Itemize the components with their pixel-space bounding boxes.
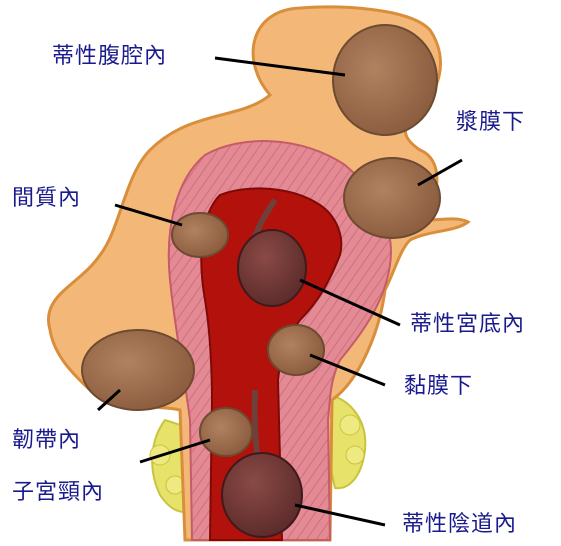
- fibroid-submucosal: [268, 325, 324, 375]
- label-cervical: 子宮頸內: [12, 482, 104, 504]
- label-subserosal: 漿膜下: [456, 112, 525, 134]
- fibroid-intramural: [172, 213, 228, 257]
- label-pedunculated-vaginal: 蒂性陰道內: [402, 514, 517, 536]
- label-intraligamentary: 韌帶內: [12, 430, 81, 452]
- fibroid-intraligamentary: [82, 330, 194, 410]
- fibroid-cervical: [200, 408, 252, 456]
- label-intramural: 間質內: [12, 188, 81, 210]
- fibroid-subserosal: [344, 158, 440, 238]
- label-submucosal: 黏膜下: [404, 376, 473, 398]
- label-pedunculated-subserosal: 蒂性腹腔內: [52, 46, 167, 68]
- label-pedunculated-fundal: 蒂性宮底內: [410, 314, 525, 336]
- fibroid-pedunculated-subserosal: [333, 25, 437, 135]
